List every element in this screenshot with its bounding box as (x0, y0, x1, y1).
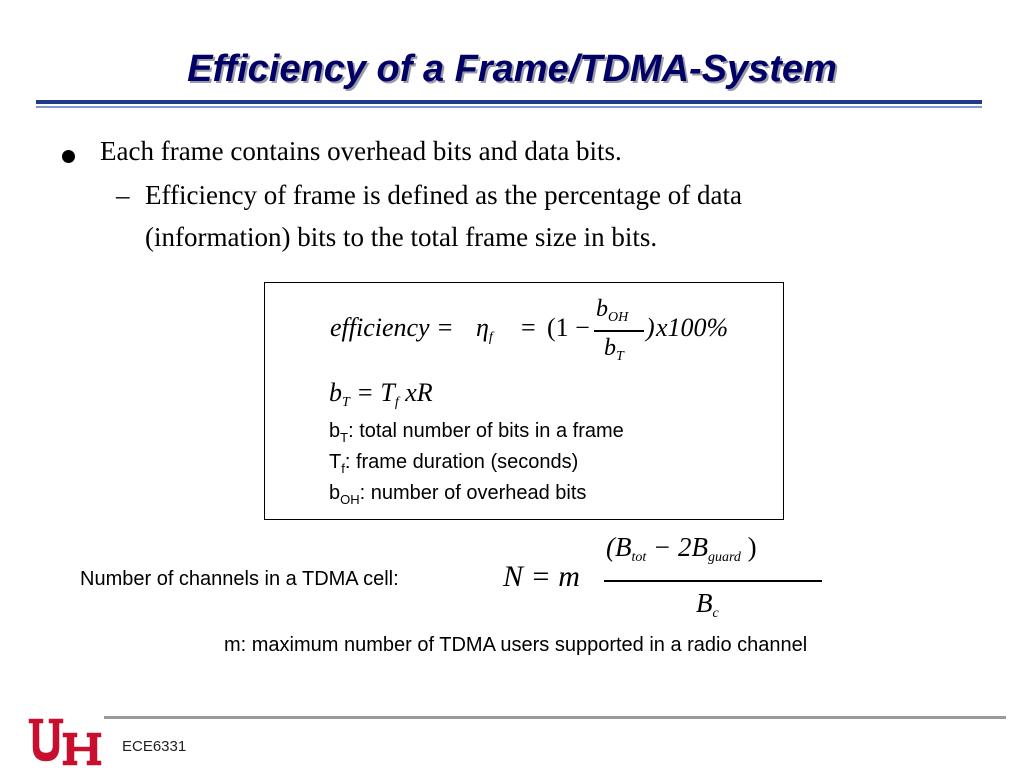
title-underline-thick (36, 100, 982, 104)
fraction-numerator: bOH (596, 296, 628, 326)
num-guard-sub: guard (707, 550, 741, 565)
def1-sub: T (340, 430, 349, 445)
channels-lhs: N = m (503, 560, 580, 593)
fraction-bar (594, 330, 644, 332)
frac-num-b: b (596, 296, 608, 322)
def1-symbol: b (329, 420, 341, 442)
bt-eq-t: = T (349, 378, 395, 407)
def1-text: : total number of bits in a frame (348, 420, 624, 442)
equals-sign: = (521, 313, 536, 342)
paren-close: ) (646, 313, 655, 342)
def2-sub: f (341, 461, 345, 476)
channels-fraction-bar (604, 580, 822, 582)
eta-symbol: ηf (476, 313, 493, 346)
title-underline-thin (36, 106, 982, 108)
def3-symbol: b (329, 482, 341, 504)
frac-num-sub: OH (608, 310, 629, 325)
channels-label: Number of channels in a TDMA cell: (80, 568, 399, 590)
definition-boh: bOH: number of overhead bits (329, 482, 586, 507)
fraction-denominator: bT (604, 335, 624, 365)
num-close-paren: ) (740, 532, 757, 562)
bullet-dot-icon (62, 150, 75, 163)
course-code: ECE6331 (122, 738, 187, 755)
footer-rule (104, 716, 1006, 719)
bullet-text: Each frame contains overhead bits and da… (100, 136, 622, 166)
m-definition: m: maximum number of TDMA users supporte… (224, 634, 808, 656)
def3-text: : number of overhead bits (359, 482, 587, 504)
eta: η (476, 313, 489, 342)
sub-bullet-line-1: Efficiency of frame is defined as the pe… (145, 180, 742, 210)
frac-den-sub: T (616, 349, 624, 364)
num-tot-sub: tot (631, 550, 647, 565)
def2-symbol: T (329, 451, 342, 473)
sub-bullet-dash: – (116, 180, 130, 210)
slide-title: Efficiency of a Frame/TDMA-System (187, 48, 837, 90)
den-b: B (696, 588, 713, 618)
bt-equation: bT = Tf xR (329, 378, 433, 411)
num-2b: − 2B (646, 532, 708, 562)
num-btot: (B (606, 532, 632, 562)
bt-b: b (329, 378, 342, 407)
def2-text: : frame duration (seconds) (344, 451, 579, 473)
eta-sub: f (488, 330, 493, 345)
formula-box (264, 282, 784, 520)
efficiency-lhs: efficiency = (330, 313, 454, 342)
frac-den-b: b (604, 335, 616, 361)
bt-f-sub: f (394, 395, 399, 410)
title-underline (36, 100, 982, 109)
paren-open: (1 − (547, 313, 590, 342)
definition-tf: Tf: frame duration (seconds) (329, 451, 578, 476)
den-c-sub: c (712, 606, 719, 621)
definition-bt: bT: total number of bits in a frame (329, 420, 624, 445)
sub-bullet-line-2: (information) bits to the total frame si… (145, 222, 658, 252)
bt-sub: T (342, 395, 350, 410)
uh-logo-icon (27, 717, 102, 767)
bt-xr: xR (398, 378, 433, 407)
channels-denominator: Bc (696, 588, 719, 622)
channels-numerator: (Btot − 2Bguard ) (606, 532, 757, 566)
times-100-percent: x100% (656, 313, 729, 342)
def3-sub: OH (340, 492, 360, 507)
